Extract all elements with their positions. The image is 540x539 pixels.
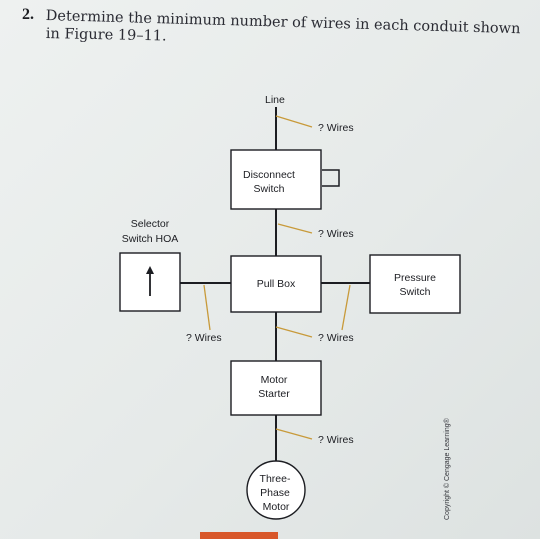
- motor-starter-box: [230, 360, 322, 416]
- leader-wires-2: [277, 223, 313, 234]
- motor-label-line-3: Motor: [263, 501, 290, 513]
- leader-wires-1: [275, 115, 313, 128]
- three-phase-motor: [246, 460, 306, 520]
- motor-starter-label-line-1: Motor: [261, 374, 288, 386]
- selector-label-line-2: Switch HOA: [122, 233, 179, 245]
- disconnect-label-line-1: Disconnect: [243, 169, 295, 181]
- question-number: 2.: [22, 6, 34, 23]
- motor-label-line-1: Three-: [260, 473, 291, 485]
- disconnect-label-line-2: Switch: [254, 183, 285, 195]
- leader-wires-3: [203, 284, 211, 331]
- pull-box-label: Pull Box: [257, 278, 296, 290]
- line-label: Line: [265, 94, 285, 106]
- pressure-label-line-2: Switch: [400, 286, 431, 298]
- motor-label-line-2: Phase: [260, 487, 290, 499]
- disconnect-switch-box: [230, 149, 322, 210]
- leader-wires-4b: [275, 326, 313, 338]
- motor-starter-label-line-2: Starter: [258, 388, 290, 400]
- disconnect-handle: [322, 169, 340, 187]
- pull-box: [230, 255, 322, 313]
- wires-label-3: ? Wires: [186, 332, 222, 344]
- wires-label-4: ? Wires: [318, 332, 354, 344]
- selector-arrowhead-icon: [146, 266, 154, 274]
- pressure-switch-box: [369, 254, 461, 314]
- wires-label-1: ? Wires: [318, 122, 354, 134]
- copyright-notice: Copyright © Cengage Learning®: [444, 418, 451, 520]
- pressure-label-line-1: Pressure: [394, 272, 436, 284]
- leader-wires-5: [275, 428, 313, 440]
- leader-wires-4a: [341, 284, 351, 331]
- figure-tab-strip: [200, 532, 278, 539]
- wires-label-2: ? Wires: [318, 228, 354, 240]
- wires-label-5: ? Wires: [318, 434, 354, 446]
- selector-label-line-1: Selector: [131, 218, 170, 230]
